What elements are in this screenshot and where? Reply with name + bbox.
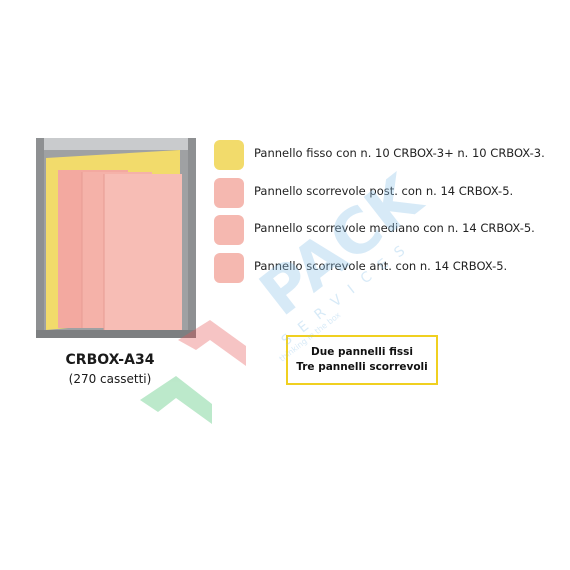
legend-label: Pannello scorrevole post. con n. 14 CRBO… <box>254 184 514 198</box>
note-sliding-panels: Tre pannelli scorrevoli <box>296 361 428 373</box>
pink-swatch <box>214 178 244 208</box>
cabinet-top <box>36 138 196 150</box>
pink-swatch <box>214 253 244 283</box>
cabinet-base <box>36 330 196 338</box>
legend-label: Pannello scorrevole ant. con n. 14 CRBOX… <box>254 259 508 273</box>
legend-label: Pannello scorrevole mediano con n. 14 CR… <box>254 221 535 235</box>
note-fixed-panels: Due pannelli fissi <box>311 346 413 358</box>
cabinet-frame-left <box>36 138 44 338</box>
legend-label: Pannello fisso con n. 10 CRBOX-3+ n. 10 … <box>254 146 545 160</box>
pink-swatch <box>214 215 244 245</box>
cabinet-frame-right <box>188 138 196 338</box>
summary-note-box: Due pannelli fissi Tre pannelli scorrevo… <box>286 335 438 385</box>
cabinet-drawer-count: (270 cassetti) <box>68 372 152 386</box>
sliding-panel-front <box>104 174 182 330</box>
yellow-swatch <box>214 140 244 170</box>
cabinet-model-name: CRBOX-A34 <box>65 352 155 368</box>
